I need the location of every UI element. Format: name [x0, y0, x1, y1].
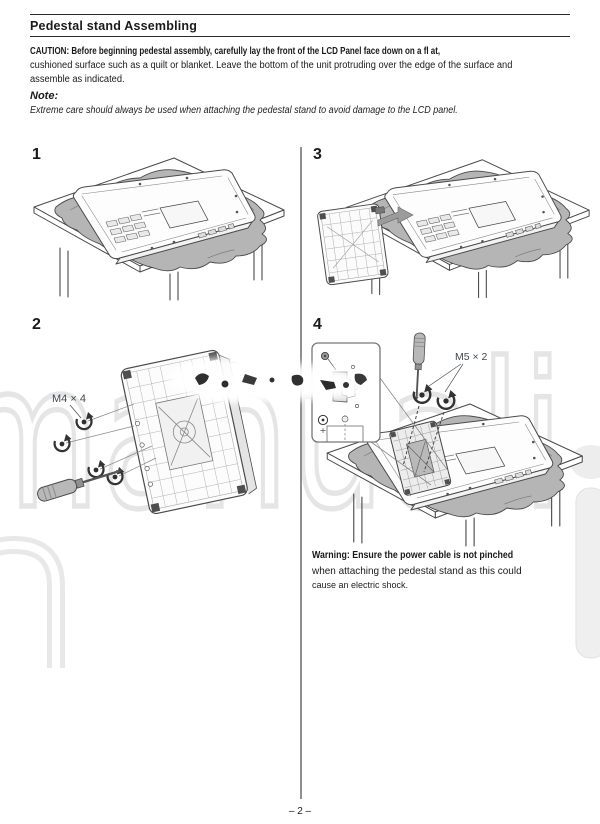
watermark-i-stem [575, 487, 600, 659]
step-4-number: 4 [313, 316, 322, 333]
caution-bold-line: CAUTION: Before beginning pedestal assem… [30, 46, 441, 57]
screw-icon [106, 465, 126, 486]
caution-body: cushioned surface such as a quilt or bla… [30, 60, 513, 85]
smudge-fragments [195, 373, 367, 390]
page-title: Pedestal stand Assembling [30, 19, 198, 33]
inset-pointer-lines [370, 377, 450, 486]
screw-icon [75, 410, 95, 431]
caution-paragraph: CAUTION: Before beginning pedestal assem… [30, 45, 596, 87]
screw-label-m5: M5 × 2 [455, 351, 488, 363]
screw-alignment-dashes [402, 405, 445, 473]
step-2-number: 2 [32, 316, 41, 333]
step-1-illustration [33, 157, 285, 301]
screw-icon [53, 432, 73, 453]
column-divider [300, 147, 302, 799]
step-2-illustration: M4 × 4 [34, 349, 257, 515]
header-rule-bottom [30, 36, 570, 37]
warning-bold-line: Warning: Ensure the power cable is not p… [312, 550, 514, 561]
step-1-number: 1 [32, 146, 41, 163]
screw-icon [87, 458, 107, 479]
header-rule-top [30, 14, 570, 15]
warning-line-2: when attaching the pedestal stand as thi… [312, 564, 522, 577]
warning-paragraph: Warning: Ensure the power cable is not p… [312, 549, 592, 593]
step-3-illustration [317, 159, 590, 299]
tv-on-table-icon [33, 157, 285, 301]
note-label: Note: [30, 90, 59, 102]
label-leader-line [69, 404, 82, 419]
note-text: Extreme care should always be used when … [30, 105, 458, 116]
screw-leader-lines [65, 403, 157, 477]
step-3-number: 3 [313, 146, 322, 163]
mounted-stand-icon [389, 420, 452, 496]
attach-arrow-icon [377, 206, 414, 227]
screw-label-m4: M4 × 4 [52, 393, 86, 405]
warning-line-3: cause an electric shock. [312, 580, 409, 590]
pedestal-base-icon [317, 203, 389, 286]
label-leader-lines [428, 363, 464, 393]
screw-icon [436, 388, 458, 411]
page-number: – 2 – [288, 806, 312, 817]
